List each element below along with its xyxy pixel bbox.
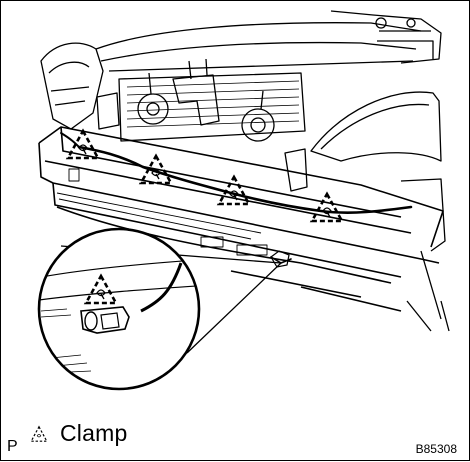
- clamp-symbol-icon: [30, 425, 48, 442]
- legend: Clamp: [28, 420, 127, 447]
- figure-code: B85308: [415, 442, 457, 456]
- detail-view: [37, 227, 201, 391]
- corner-mark: P: [7, 438, 18, 455]
- clamp-marker-2: [139, 154, 173, 185]
- clamp-marker-1: [66, 129, 100, 160]
- bumper-reinforcement: [38, 126, 444, 312]
- engine-compartment: [40, 10, 450, 332]
- legend-label: Clamp: [60, 420, 128, 446]
